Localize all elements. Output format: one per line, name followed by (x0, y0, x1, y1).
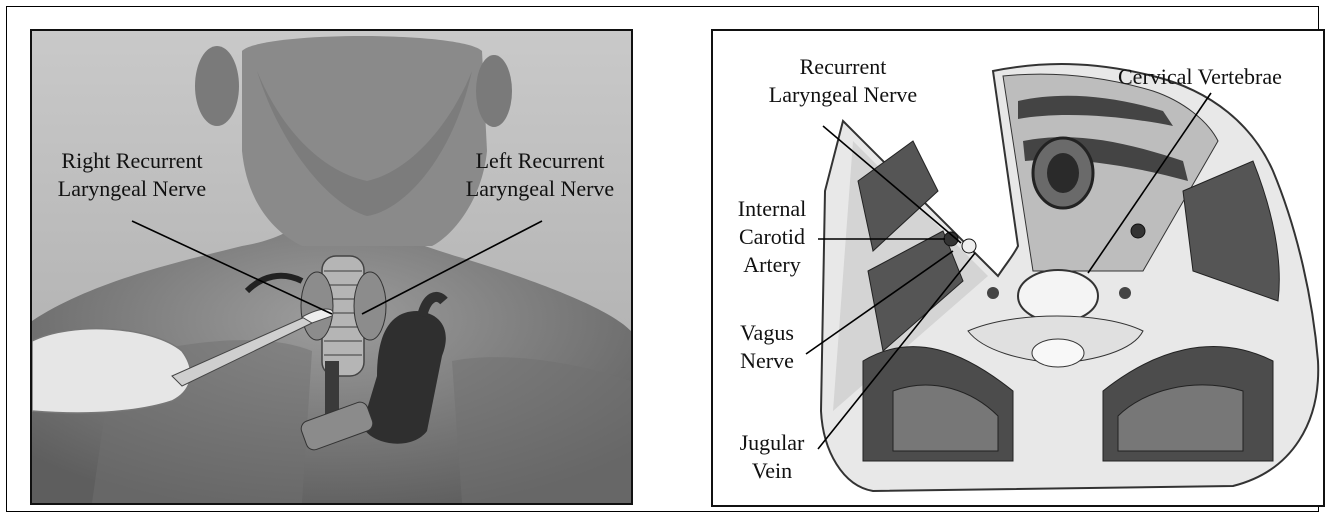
spinal-canal (1032, 339, 1084, 367)
neck-cross-section-panel: Recurrent Laryngeal Nerve Cervical Verte… (711, 29, 1325, 507)
label-jugular-vein: Jugular Vein (727, 429, 817, 485)
label-recurrent-laryngeal-nerve: Recurrent Laryngeal Nerve (753, 53, 933, 109)
gloved-hand (32, 329, 191, 413)
vertebral-body (1018, 270, 1098, 322)
right-ear (195, 46, 239, 126)
figure-frame: Right Recurrent Laryngeal Nerve Left Rec… (6, 6, 1319, 512)
label-right-recurrent-laryngeal-nerve: Right Recurrent Laryngeal Nerve (42, 147, 222, 203)
neck-illustration (32, 31, 631, 503)
label-cervical-vertebrae: Cervical Vertebrae (1118, 63, 1282, 91)
chest-shadow-left (452, 357, 631, 503)
label-left-recurrent-laryngeal-nerve: Left Recurrent Laryngeal Nerve (450, 147, 630, 203)
vertebral-artery-right (987, 287, 999, 299)
label-vagus-nerve: Vagus Nerve (727, 319, 807, 375)
trachea-lumen (1047, 153, 1079, 193)
neck-anatomy-panel: Right Recurrent Laryngeal Nerve Left Rec… (30, 29, 633, 505)
thyroid-left-lobe (354, 272, 386, 340)
left-ear (476, 55, 512, 127)
left-carotid (1131, 224, 1145, 238)
jugular-vein (962, 239, 976, 253)
thyroid-right-lobe (301, 272, 333, 340)
label-internal-carotid-artery: Internal Carotid Artery (727, 195, 817, 279)
vertebral-artery-left (1119, 287, 1131, 299)
